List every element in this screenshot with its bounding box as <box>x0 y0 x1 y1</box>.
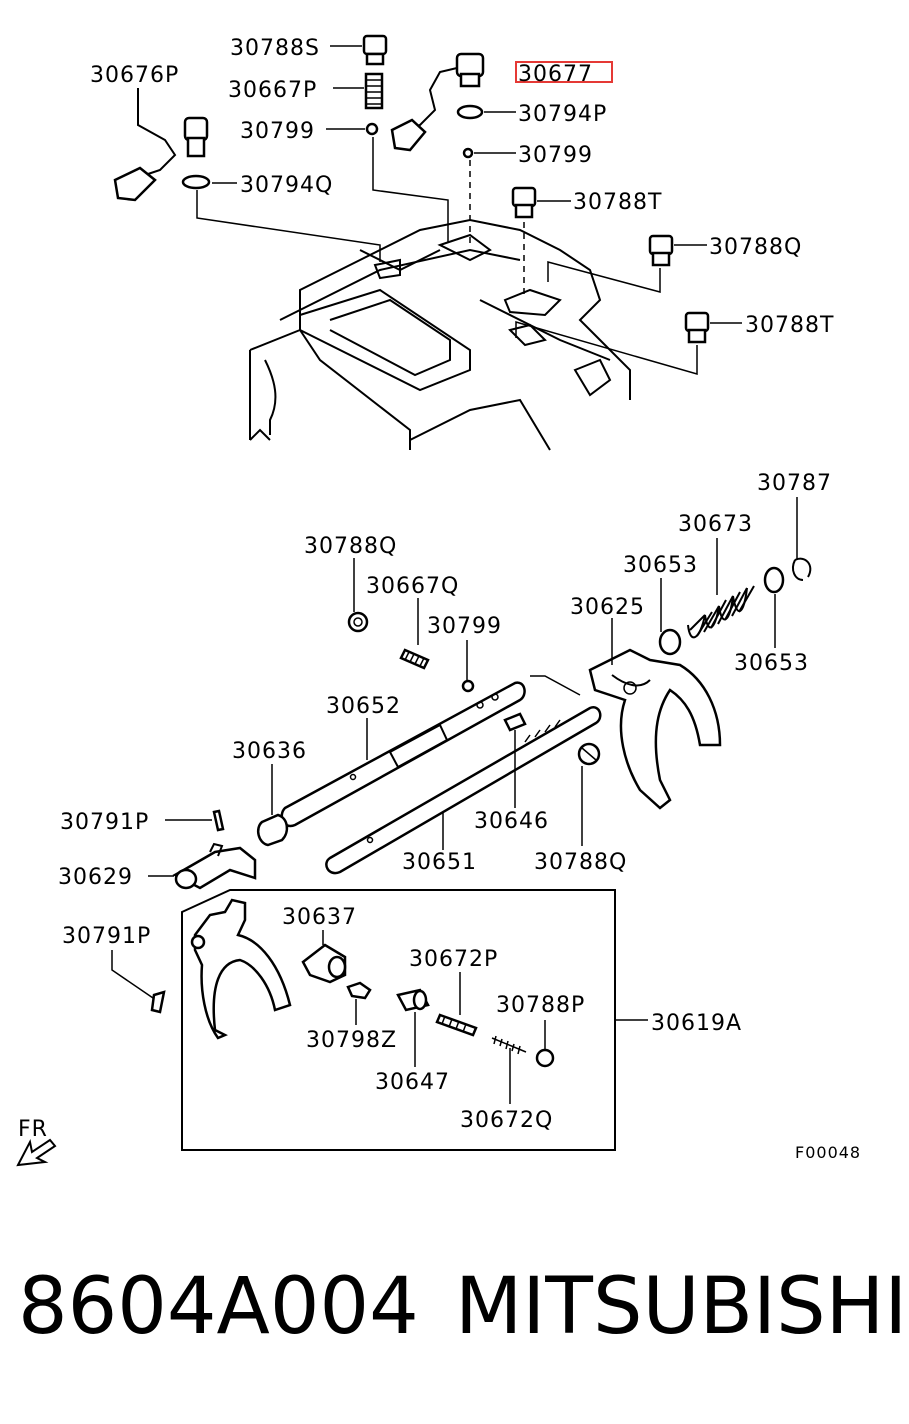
transmission-case <box>249 218 631 451</box>
label-30788t-upper: 30788T <box>573 190 662 215</box>
label-30788q-upper: 30788Q <box>709 235 802 260</box>
label-30672p: 30672P <box>409 947 498 972</box>
label-30788q-middle-bottom: 30788Q <box>534 850 627 875</box>
bracket-30637 <box>301 943 347 984</box>
bolt-spring-ball-stack <box>362 34 388 136</box>
label-30625: 30625 <box>570 595 645 620</box>
parts-diagram: FR 30788S 30676P 30667P 30677 30794P 307… <box>16 34 861 1167</box>
brand-name: MITSUBISHI <box>455 1262 908 1352</box>
pin-30791p-lower <box>150 990 166 1014</box>
sleeve-30647 <box>396 988 430 1012</box>
label-30619a: 30619A <box>651 1011 742 1036</box>
highlight-box <box>515 61 613 83</box>
front-arrow-icon <box>16 1138 57 1167</box>
part-number: 8604A004 <box>18 1262 419 1352</box>
label-30799-top-right: 30799 <box>518 143 593 168</box>
shift-rod-30652 <box>280 681 526 828</box>
label-30667q: 30667Q <box>366 574 459 599</box>
sensor-30676p <box>113 88 211 202</box>
label-30676p: 30676P <box>90 63 179 88</box>
label-30791p-upper: 30791P <box>60 810 149 835</box>
label-30646: 30646 <box>474 809 549 834</box>
middle-small-parts <box>347 611 475 693</box>
label-30788s: 30788S <box>230 36 320 61</box>
label-30798z: 30798Z <box>306 1028 397 1053</box>
bolt-30788q-middle <box>577 742 601 766</box>
label-30653-upper: 30653 <box>623 553 698 578</box>
label-30788p: 30788P <box>496 993 585 1018</box>
footer: 8604A004 MITSUBISHI <box>0 1262 909 1372</box>
bolt-30788t-upper <box>511 186 537 219</box>
pin-30791p-upper <box>212 809 225 832</box>
bolt-30788t-lower <box>684 311 710 344</box>
label-30636: 30636 <box>232 739 307 764</box>
box-leader-lines <box>111 930 546 1104</box>
label-30629: 30629 <box>58 865 133 890</box>
top-leader-lines <box>196 45 742 375</box>
label-30651: 30651 <box>402 850 477 875</box>
spring-assembly <box>658 557 812 656</box>
pin-30646 <box>503 712 527 732</box>
label-30788q-middle-top: 30788Q <box>304 534 397 559</box>
spring-30672p <box>435 1013 478 1037</box>
bolt-30788q-upper <box>648 234 674 267</box>
label-30652: 30652 <box>326 694 401 719</box>
figure-code: F00048 <box>795 1143 861 1162</box>
label-30672q: 30672Q <box>460 1108 553 1133</box>
label-30788t-lower: 30788T <box>745 313 834 338</box>
label-30794p: 30794P <box>518 102 607 127</box>
label-30637: 30637 <box>282 905 357 930</box>
label-30653-lower: 30653 <box>734 651 809 676</box>
switch-30677 <box>390 52 485 159</box>
part-labels: 30788S 30676P 30667P 30677 30794P 30799 … <box>58 36 861 1162</box>
kit-box-30619a <box>181 889 648 1151</box>
block-30629 <box>172 842 257 890</box>
label-30667p: 30667P <box>228 78 317 103</box>
shift-fork-30619a <box>190 898 292 1040</box>
label-30791p-lower: 30791P <box>62 924 151 949</box>
label-30794q: 30794Q <box>240 173 333 198</box>
front-direction-label: FR <box>18 1117 48 1142</box>
label-30799-middle: 30799 <box>427 614 502 639</box>
bolt-30798z <box>346 981 372 1000</box>
spring-30672q <box>491 1035 527 1055</box>
shift-fork-30625 <box>588 648 722 810</box>
middle-leader-lines <box>148 497 798 877</box>
label-30647: 30647 <box>375 1070 450 1095</box>
shift-rod-30651 <box>325 706 602 875</box>
label-30673: 30673 <box>678 512 753 537</box>
collar-30636 <box>256 813 289 847</box>
label-30799-top-left: 30799 <box>240 119 315 144</box>
label-30677: 30677 <box>518 62 593 87</box>
plug-30788p <box>535 1048 555 1068</box>
label-30787: 30787 <box>757 471 832 496</box>
